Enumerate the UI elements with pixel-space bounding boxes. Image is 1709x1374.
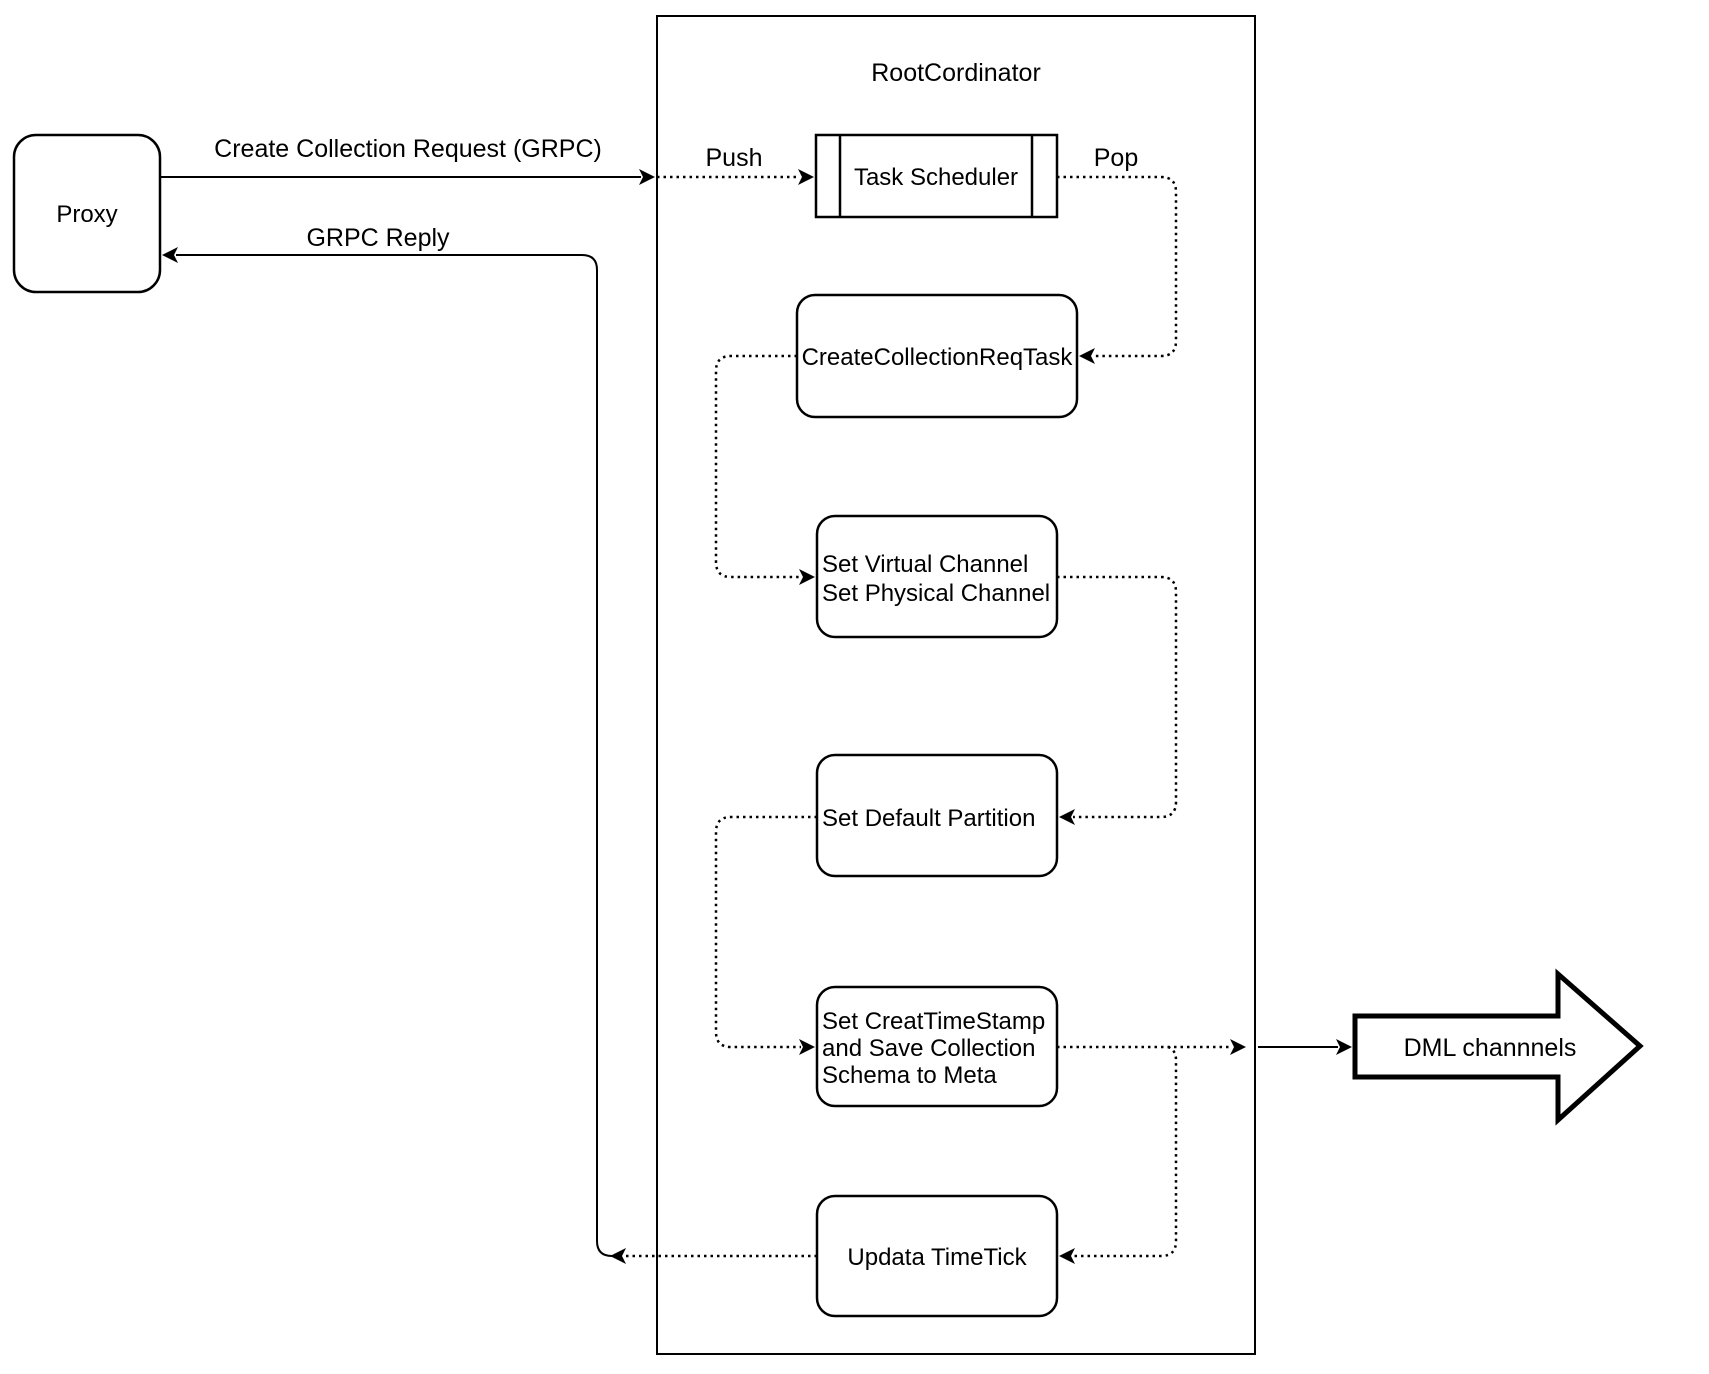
edge-grpc-reply [176, 254, 613, 1257]
set-creat-timestamp-label-line3: Schema to Meta [822, 1062, 997, 1089]
root-coordinator-container [656, 15, 1256, 1355]
dml-channels-label: DML channnels [1404, 1034, 1577, 1062]
set-default-partition-label: Set Default Partition [822, 805, 1035, 832]
arrowhead [1059, 1248, 1075, 1264]
updata-timetick-label: Updata TimeTick [847, 1244, 1027, 1271]
edge-setchannel-to-partition [1057, 575, 1178, 819]
arrowhead [799, 1039, 815, 1055]
set-creat-timestamp-label-line2: and Save Collection [822, 1035, 1035, 1062]
set-creat-timestamp-label-line1: Set CreatTimeStamp [822, 1008, 1045, 1035]
task-scheduler-label: Task Scheduler [854, 164, 1018, 191]
arrowhead [610, 1248, 626, 1264]
arrowhead [1059, 809, 1075, 825]
pop-label: Pop [1094, 144, 1138, 172]
proxy-label: Proxy [56, 201, 117, 228]
grpc-reply-label: GRPC Reply [306, 224, 450, 252]
arrowhead [1079, 348, 1095, 364]
arrowhead [639, 169, 655, 185]
arrowhead [799, 569, 815, 585]
set-channel-label-line1: Set Virtual Channel [822, 551, 1028, 578]
edge-partition-to-timestamp [714, 815, 817, 1049]
arrowhead [1336, 1039, 1352, 1055]
arrowhead [162, 247, 178, 263]
create-collection-request-label: Create Collection Request (GRPC) [214, 135, 602, 163]
set-default-partition-node [815, 753, 1059, 878]
arrowhead [1230, 1039, 1246, 1055]
push-label: Push [706, 144, 763, 172]
arrowhead [798, 169, 814, 185]
edge-reqtask-to-setchannel [714, 354, 801, 579]
edge-pop [1057, 175, 1178, 358]
edge-timestamp-to-timetick [1073, 1045, 1178, 1258]
task-scheduler-node [814, 133, 1059, 219]
dml-channels-arrow [1352, 968, 1644, 1126]
create-collection-req-task-label: CreateCollectionReqTask [802, 344, 1074, 371]
root-coordinator-title: RootCordinator [871, 59, 1041, 87]
set-channel-label-line2: Set Physical Channel [822, 580, 1050, 607]
proxy-node [12, 133, 162, 294]
